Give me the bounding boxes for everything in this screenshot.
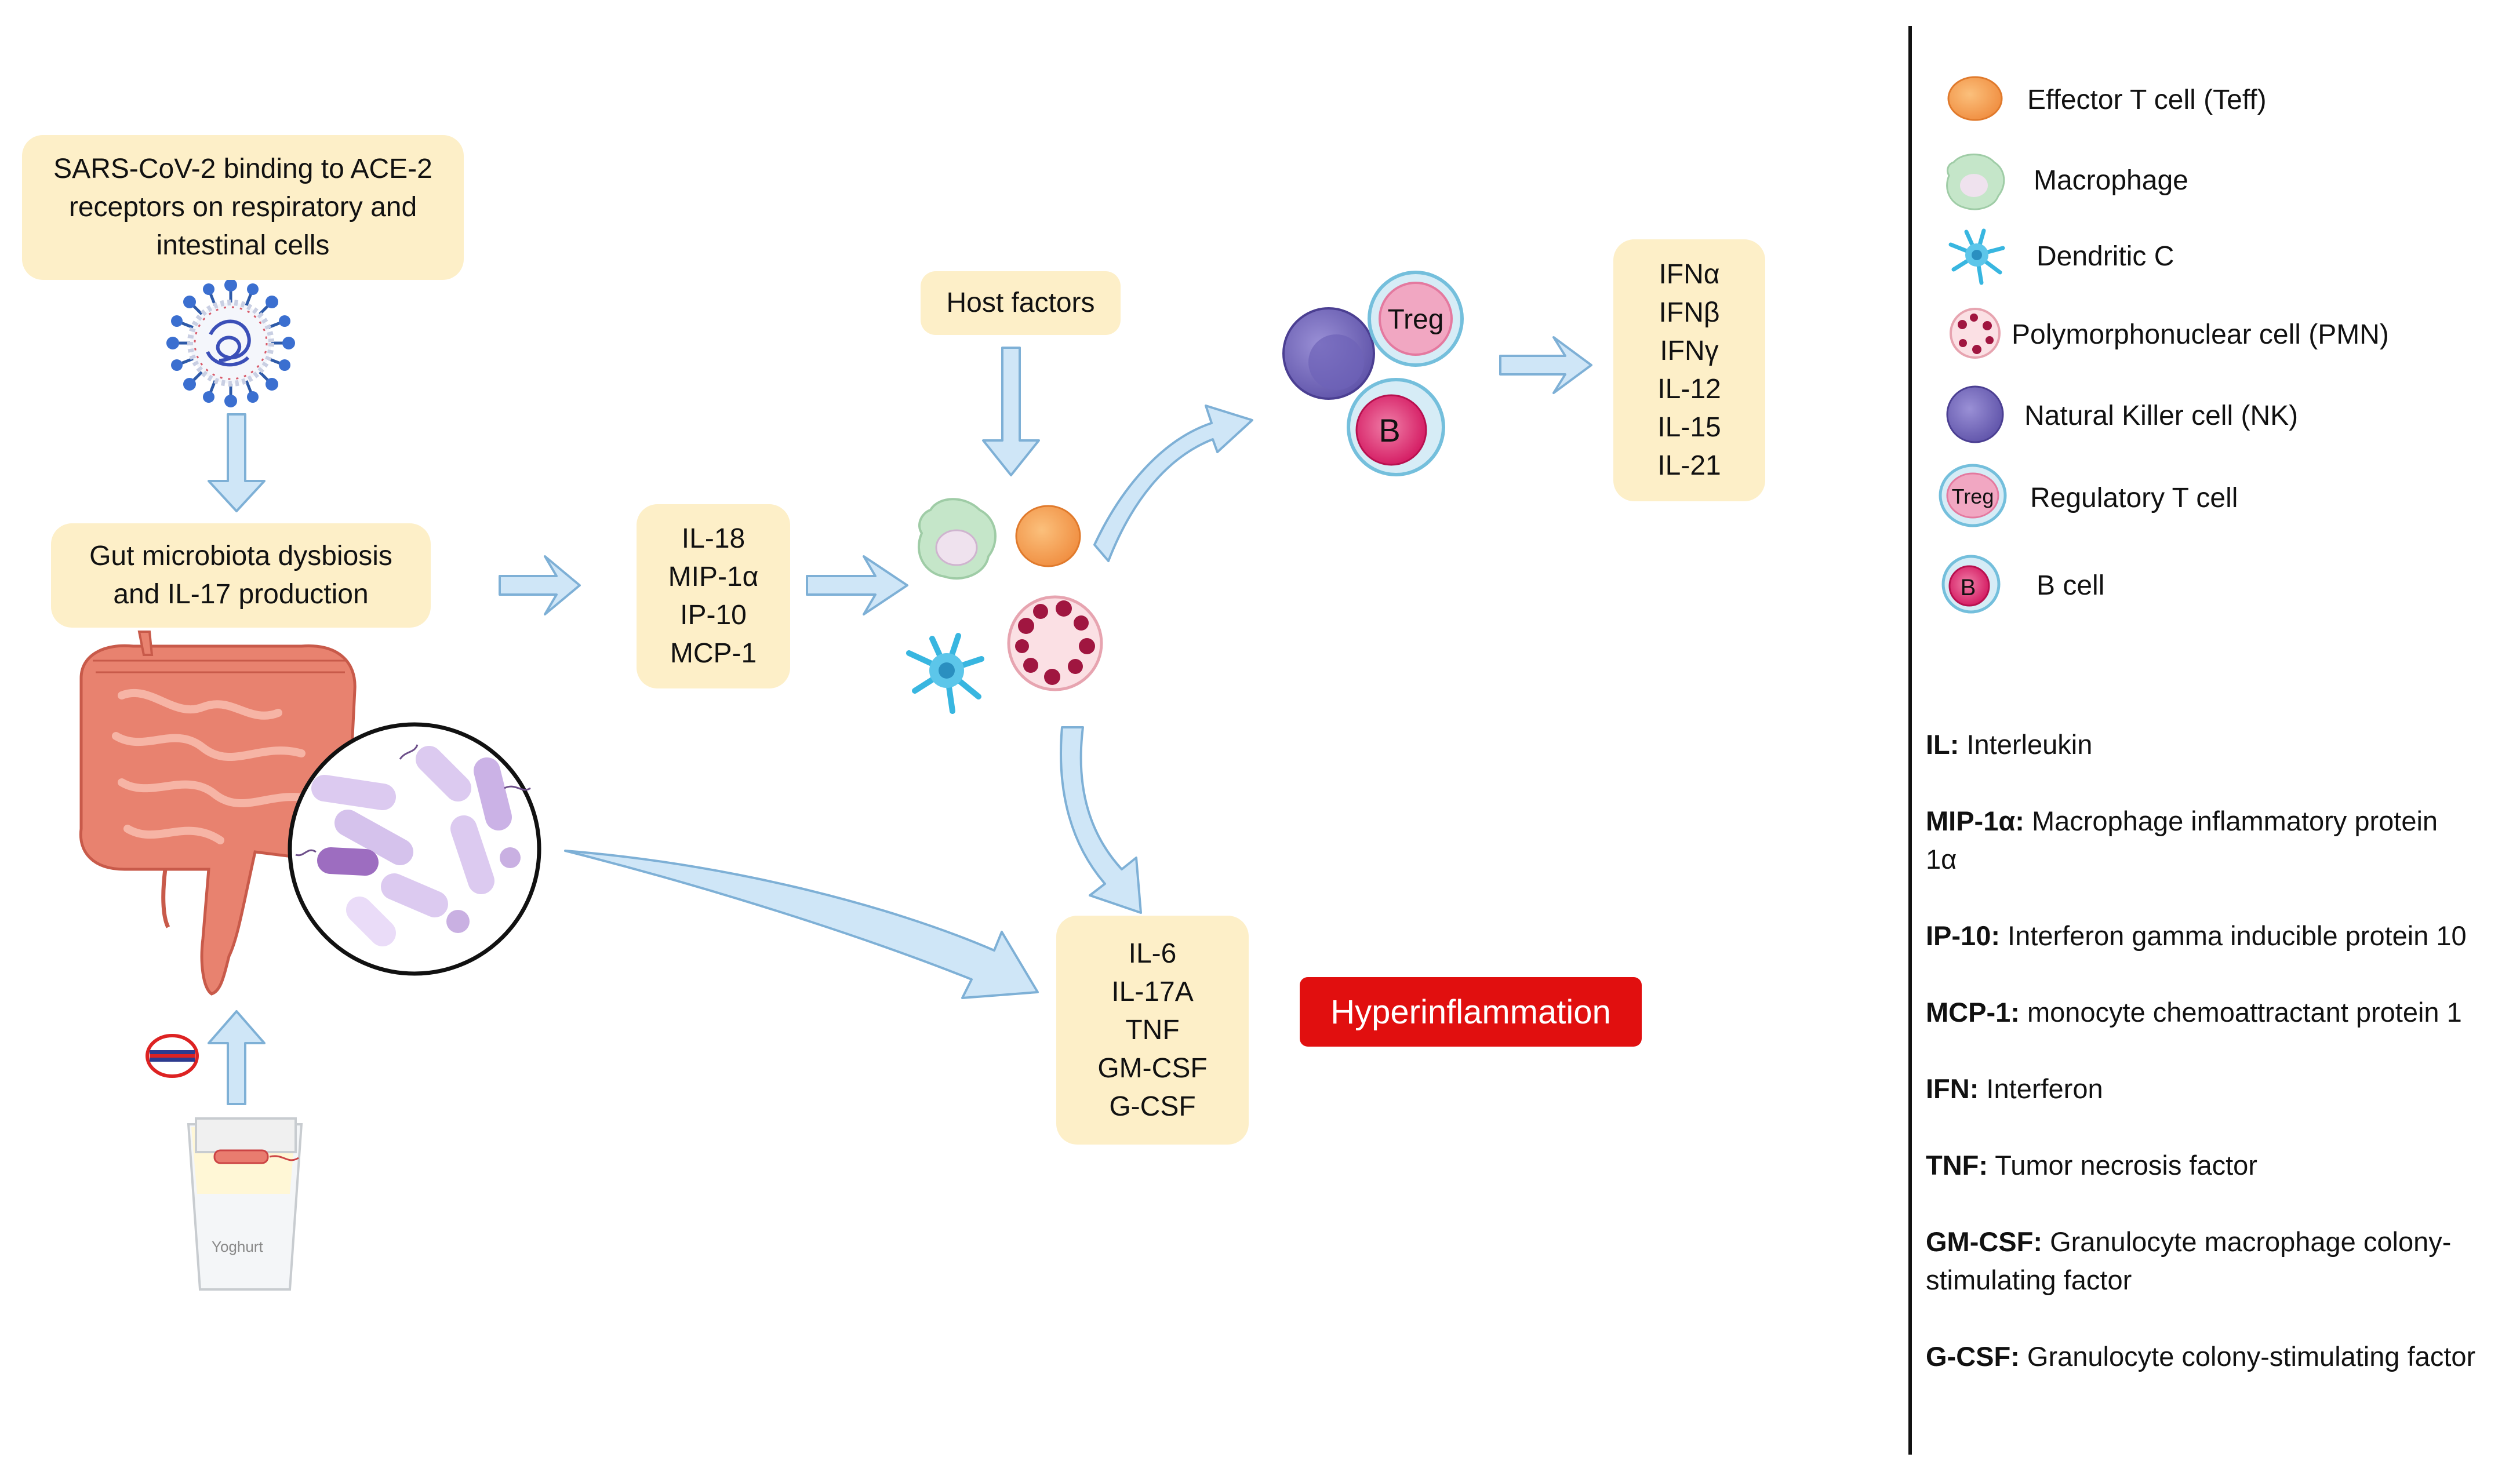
macrophage-cell-icon xyxy=(918,498,997,580)
arrow-cells-to-lymphocytes xyxy=(1093,405,1253,562)
sars-line-2: receptors on respiratory and xyxy=(68,192,417,223)
il21: IL-21 xyxy=(1657,450,1721,481)
dysbiosis-line-2: and IL-17 production xyxy=(113,579,369,610)
abbr-il: IL: Interleukin xyxy=(1926,726,2092,764)
abbr-gmcsf-definition-2: stimulating factor xyxy=(1926,1265,2132,1295)
pmn-cell-icon xyxy=(1007,595,1103,691)
abbr-mcp1-term: MCP-1: xyxy=(1926,997,2020,1028)
legend-macrophage-icon xyxy=(1946,154,2005,210)
abbr-mip1a-definition: Macrophage inflammatory protein xyxy=(2024,806,2438,836)
cytokine-tnf: TNF xyxy=(1125,1014,1180,1045)
legend-dendritic-cell-icon xyxy=(1948,228,2005,285)
late-cytokines-box: IL-6 IL-17A TNF GM-CSF G-CSF xyxy=(1056,916,1249,1145)
legend-label-pmn-cell: Polymorphonuclear cell (PMN) xyxy=(2012,319,2389,350)
legend-label-dendritic-cell: Dendritic C xyxy=(2037,241,2174,272)
abbr-il-term: IL: xyxy=(1926,729,1959,760)
cytokine-ip10: IP-10 xyxy=(680,600,747,631)
abbr-tnf-definition: Tumor necrosis factor xyxy=(1988,1150,2257,1180)
sars-binding-box: SARS-CoV-2 binding to ACE-2 receptors on… xyxy=(22,135,464,280)
legend-b-cell-icon: B xyxy=(1941,555,2001,614)
legend-effector-t-cell-icon xyxy=(1947,76,2003,121)
legend-label-effector-t-cell: Effector T cell (Teff) xyxy=(2027,85,2267,115)
abbr-mcp1: MCP-1: monocyte chemoattractant protein … xyxy=(1926,993,2462,1032)
dysbiosis-box: Gut microbiota dysbiosis and IL-17 produ… xyxy=(51,523,431,628)
abbr-ip10-term: IP-10: xyxy=(1926,920,2000,951)
sars-line-1: SARS-CoV-2 binding to ACE-2 xyxy=(53,154,432,184)
abbr-gmcsf-definition: Granulocyte macrophage colony- xyxy=(2042,1226,2452,1257)
intestine-icon xyxy=(79,631,357,996)
legend-b-icon-text: B xyxy=(1961,575,1976,600)
abbr-tnf: TNF: Tumor necrosis factor xyxy=(1926,1146,2257,1185)
ifn-alpha: IFNα xyxy=(1659,259,1720,290)
cytokine-il17a: IL-17A xyxy=(1111,976,1194,1007)
cytokine-mip1a: MIP-1α xyxy=(668,562,759,592)
cytokine-gmcsf: GM-CSF xyxy=(1097,1052,1208,1084)
sars-cov-2-virus-icon xyxy=(166,279,295,407)
abbr-ifn-term: IFN: xyxy=(1926,1073,1979,1104)
arrow-lymphocytes-to-ifn xyxy=(1499,336,1592,394)
microbiota-zoom-icon xyxy=(288,722,541,976)
abbr-gcsf: G-CSF: Granulocyte colony-stimulating fa… xyxy=(1926,1338,2475,1376)
abbr-mip1a: MIP-1α: Macrophage inflammatory protein … xyxy=(1926,802,2500,879)
arrow-yoghurt-to-gut xyxy=(208,1010,266,1105)
abbr-gmcsf: GM-CSF: Granulocyte macrophage colony- s… xyxy=(1926,1223,2500,1299)
abbr-ip10-definition: Interferon gamma inducible protein 10 xyxy=(2000,920,2467,951)
legend-treg-icon-text: Treg xyxy=(1952,484,1994,508)
legend-label-treg-cell: Regulatory T cell xyxy=(2030,483,2238,513)
il15: IL-15 xyxy=(1657,412,1721,443)
legend-label-b-cell: B cell xyxy=(2037,570,2105,601)
host-factors-label: Host factors xyxy=(946,287,1095,318)
ifn-gamma: IFNγ xyxy=(1660,336,1719,366)
abbr-ifn: IFN: Interferon xyxy=(1926,1070,2103,1108)
ifn-beta: IFNβ xyxy=(1659,297,1720,328)
early-cytokines-box: IL-18 MIP-1α IP-10 MCP-1 xyxy=(637,504,790,688)
legend-nk-cell-icon xyxy=(1946,385,2004,443)
b-label: B xyxy=(1379,412,1400,449)
treg-cell-icon: Treg xyxy=(1368,271,1464,367)
legend-label-macrophage: Macrophage xyxy=(2034,165,2188,196)
sars-line-3: intestinal cells xyxy=(156,230,330,261)
no-symbol-icon xyxy=(146,1034,199,1078)
abbr-mip1a-definition-2: 1α xyxy=(1926,844,1957,875)
arrow-cytokines-to-cells xyxy=(806,555,908,615)
cytokine-mcp1: MCP-1 xyxy=(670,638,757,669)
abbr-gcsf-term: G-CSF: xyxy=(1926,1341,2020,1372)
abbr-il-definition: Interleukin xyxy=(1959,729,2093,760)
arrow-virus-to-gut xyxy=(208,413,266,512)
legend-label-nk-cell: Natural Killer cell (NK) xyxy=(2024,400,2299,431)
abbr-mcp1-definition: monocyte chemoattractant protein 1 xyxy=(2019,997,2462,1028)
effector-t-cell-icon xyxy=(1015,505,1081,567)
hyperinflammation-label: Hyperinflammation xyxy=(1330,993,1611,1031)
cytokine-gcsf: G-CSF xyxy=(1109,1091,1196,1122)
dysbiosis-line-1: Gut microbiota dysbiosis xyxy=(89,541,392,571)
il12: IL-12 xyxy=(1657,374,1721,405)
abbr-ifn-definition: Interferon xyxy=(1979,1073,2103,1104)
cytokine-il6: IL-6 xyxy=(1128,938,1177,969)
arrow-gut-to-early-cytokines xyxy=(499,555,581,615)
dendritic-cell-icon xyxy=(906,633,984,714)
nk-cell-icon xyxy=(1282,307,1375,400)
arrow-host-to-cells xyxy=(982,347,1040,476)
abbr-tnf-term: TNF: xyxy=(1926,1150,1988,1180)
yoghurt-icon: Yoghurt xyxy=(187,1117,303,1291)
treg-label: Treg xyxy=(1388,304,1444,335)
b-cell-icon: B xyxy=(1347,378,1445,476)
cytokine-il18: IL-18 xyxy=(681,523,746,554)
arrow-gut-to-late-cytokines xyxy=(564,850,1039,999)
abbr-gmcsf-term: GM-CSF: xyxy=(1926,1226,2043,1257)
host-factors-box: Host factors xyxy=(921,271,1121,335)
abbr-ip10: IP-10: Interferon gamma inducible protei… xyxy=(1926,917,2467,955)
legend-pmn-cell-icon xyxy=(1950,308,2001,359)
arrow-cells-to-late-cytokines xyxy=(1060,726,1142,914)
abbr-gcsf-definition: Granulocyte colony-stimulating factor xyxy=(2019,1341,2476,1372)
legend-icons: Treg B xyxy=(1939,76,2007,614)
abbr-mip1a-term: MIP-1α: xyxy=(1926,806,2024,836)
yoghurt-label: Yoghurt xyxy=(212,1238,263,1255)
interferons-box: IFNα IFNβ IFNγ IL-12 IL-15 IL-21 xyxy=(1613,239,1765,501)
hyperinflammation-badge: Hyperinflammation xyxy=(1300,977,1642,1047)
legend-treg-cell-icon: Treg xyxy=(1939,464,2007,527)
